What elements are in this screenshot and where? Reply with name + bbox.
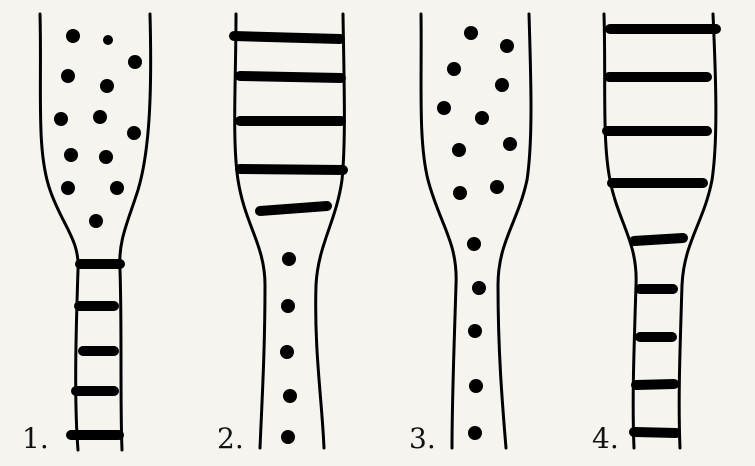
dot <box>99 150 113 164</box>
dot <box>89 214 103 228</box>
dot <box>281 430 295 444</box>
panel-2 <box>234 14 344 448</box>
dot <box>464 26 478 40</box>
panel-3-dots <box>437 26 517 440</box>
panel-2-number: 2. <box>217 422 244 455</box>
panel-4 <box>604 14 716 448</box>
dot <box>64 148 78 162</box>
panel-3-number: 3. <box>409 422 436 455</box>
dot <box>468 426 482 440</box>
panel-1-right-wall <box>120 14 151 450</box>
dot <box>128 55 142 69</box>
dot <box>500 39 514 53</box>
dot <box>490 180 504 194</box>
dot <box>280 345 294 359</box>
dot <box>127 126 141 140</box>
dot <box>282 252 296 266</box>
dot <box>453 186 467 200</box>
panel-2-dots <box>280 252 297 444</box>
dot <box>469 379 483 393</box>
dot <box>475 111 489 125</box>
bar <box>234 36 340 39</box>
panel-4-bars <box>607 29 716 433</box>
dot <box>61 69 75 83</box>
dot <box>110 181 124 195</box>
panel-1 <box>40 14 151 450</box>
panel-2-bars <box>234 36 343 211</box>
dot <box>437 101 451 115</box>
dot <box>452 143 466 157</box>
dot <box>472 281 486 295</box>
bar <box>636 384 674 385</box>
panel-3-left-wall <box>421 14 456 448</box>
bar <box>634 432 676 433</box>
bar <box>260 206 327 211</box>
bar <box>240 169 343 170</box>
dot <box>100 79 114 93</box>
panel-1-dots <box>54 29 142 228</box>
bar <box>634 238 683 241</box>
dot <box>103 35 113 45</box>
dot <box>283 389 297 403</box>
bar <box>240 76 341 78</box>
dot <box>61 181 75 195</box>
dot <box>281 299 295 313</box>
panel-4-number: 4. <box>592 422 619 455</box>
dot <box>495 78 509 92</box>
dot <box>54 112 68 126</box>
dot <box>467 237 481 251</box>
dot <box>447 62 461 76</box>
panel-1-number: 1. <box>22 422 49 455</box>
dot <box>503 137 517 151</box>
panel-3 <box>421 14 531 448</box>
dot <box>468 324 482 338</box>
dot <box>93 110 107 124</box>
dot <box>66 29 80 43</box>
